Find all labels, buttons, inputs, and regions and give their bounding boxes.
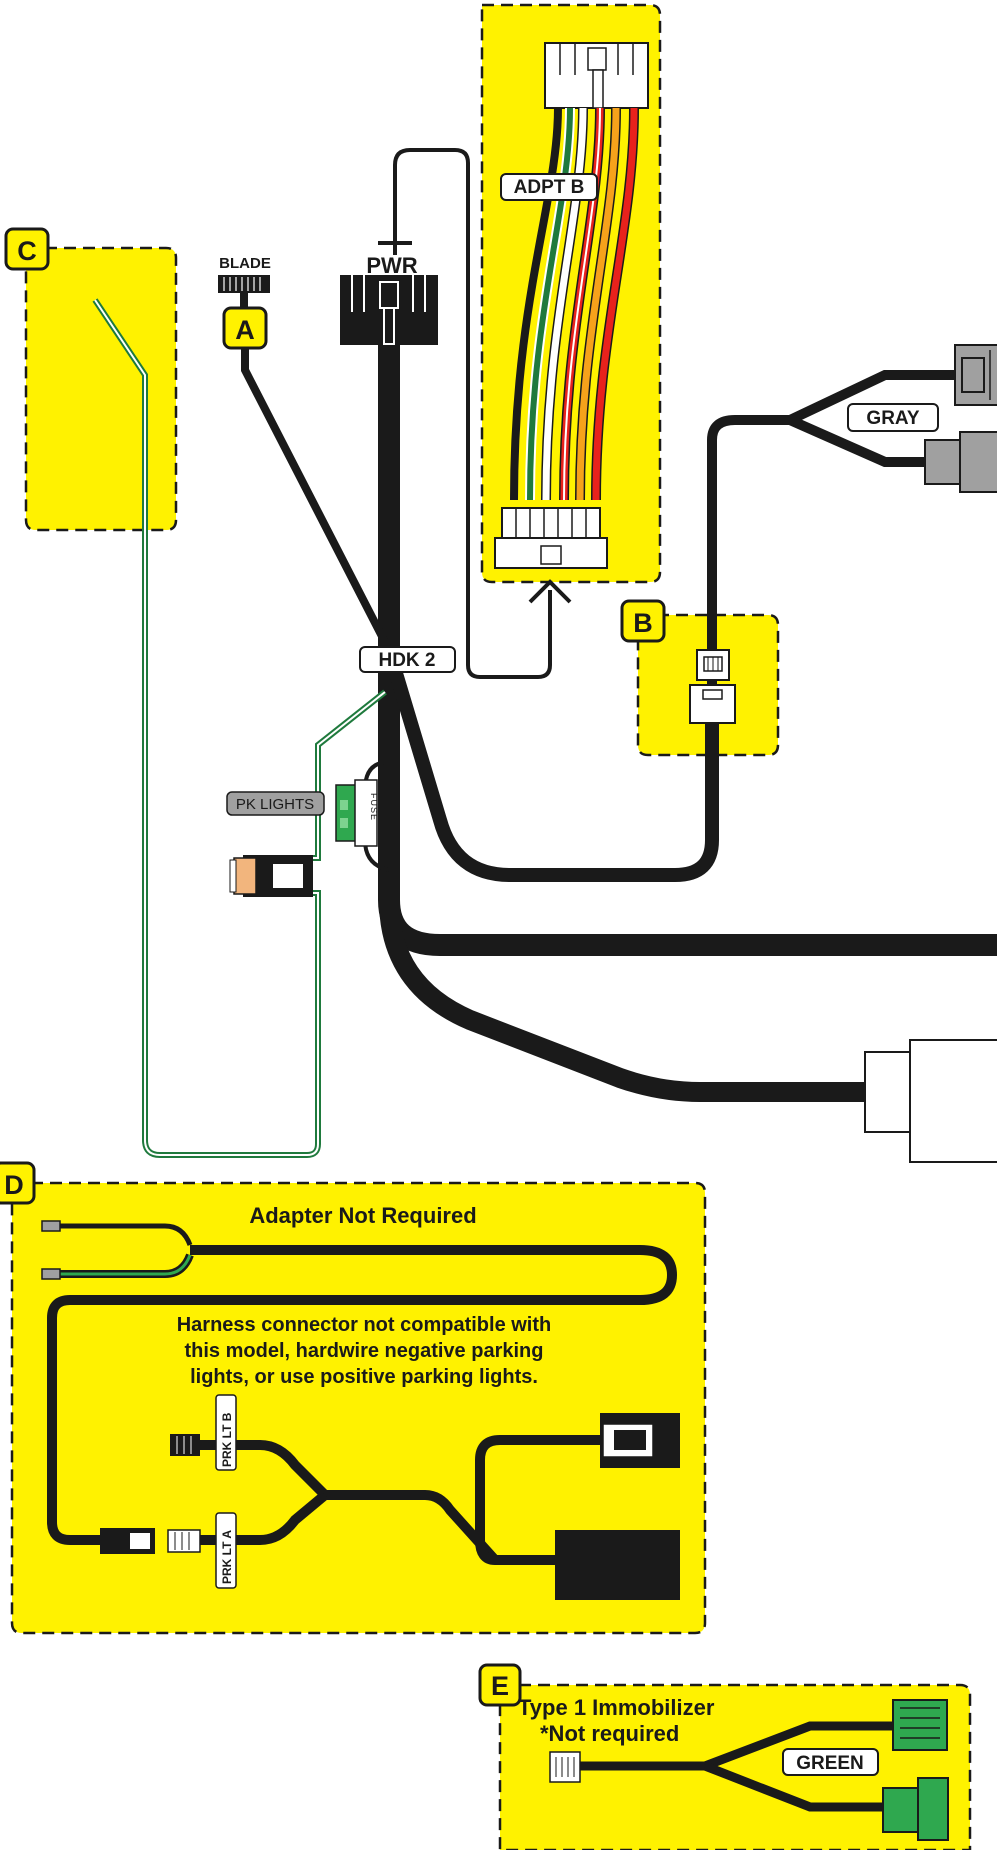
green-label-box (782, 1748, 879, 1776)
panel-c (24, 246, 178, 532)
b-connector-pair (689, 649, 736, 724)
hdk2-label-box (359, 646, 456, 673)
panel-e-title: Type 1 Immobilizer (518, 1695, 715, 1720)
adpt-b-wires (510, 107, 639, 501)
pwr-connector (340, 275, 438, 345)
badge-a-letter: A (235, 315, 255, 345)
main-harness (241, 340, 997, 1102)
adpt-b-arrow-icon (528, 579, 572, 604)
blade-label: BLADE (219, 255, 271, 272)
panel-d-note-line3: lights, or use positive parking lights. (190, 1366, 538, 1388)
panel-e-harness (578, 1721, 895, 1812)
gray-branch-harness (707, 370, 960, 720)
adpt-b-label: ADPT B (514, 177, 585, 198)
prk-lt-a-label: PRK LT A (220, 1530, 234, 1584)
badge-b-letter: B (633, 608, 653, 638)
prk-lt-a-label-box (215, 1512, 237, 1589)
badge-d-letter: D (4, 1170, 24, 1200)
panel-d-mating-connector (100, 1528, 155, 1554)
panel-e-small-connector (549, 1751, 581, 1783)
badge-e-letter: E (491, 1671, 509, 1701)
fuse-holder: FUSE (335, 760, 390, 872)
gray-connector-upper (954, 344, 997, 406)
fuse-label: FUSE (369, 793, 379, 821)
pk-lights-label-box (226, 791, 325, 816)
panel-d-note-line1: Harness connector not compatible with (177, 1314, 552, 1336)
badge-b (620, 599, 666, 643)
pk-lights-label: PK LIGHTS (236, 796, 314, 813)
panel-d-wire-ends (41, 1220, 61, 1280)
prk-lt-b-label: PRK LT B (220, 1412, 234, 1467)
prk-lt-b-label-box (215, 1394, 237, 1471)
panel-d-lower-black-connector (555, 1530, 680, 1600)
gray-label: GRAY (866, 408, 919, 429)
adpt-b-label-box (500, 173, 598, 201)
adpt-b-top-connector (544, 42, 649, 109)
green-connector-upper (892, 1699, 948, 1751)
badge-e (478, 1663, 522, 1707)
large-white-connector (864, 1039, 997, 1163)
panel-e-subtitle: *Not required (540, 1721, 679, 1746)
pwr-loop-wire (393, 148, 552, 679)
blade-connector (218, 275, 270, 307)
badge-a (222, 306, 268, 350)
hdk2-label: HDK 2 (378, 650, 435, 671)
panel-d-title: Adapter Not Required (249, 1203, 476, 1228)
panel-d-upper-black-connector (600, 1413, 680, 1468)
badge-c-letter: C (17, 236, 37, 266)
pwr-label: PWR (366, 253, 417, 278)
gray-label-box (847, 403, 939, 432)
pk-lights-connector (229, 855, 313, 897)
badge-d (0, 1161, 36, 1205)
green-connector-lower (882, 1777, 949, 1841)
badge-c (4, 227, 50, 271)
green-label: GREEN (796, 1753, 864, 1774)
panel-d-note-line2: this model, hardwire negative parking (185, 1340, 544, 1362)
gray-connector-lower (924, 431, 997, 493)
prk-lt-b-connector (170, 1434, 200, 1456)
prk-lt-a-connector (167, 1529, 201, 1553)
panel-d-harness (47, 1223, 678, 1565)
adpt-b-bottom-connector (494, 507, 608, 569)
